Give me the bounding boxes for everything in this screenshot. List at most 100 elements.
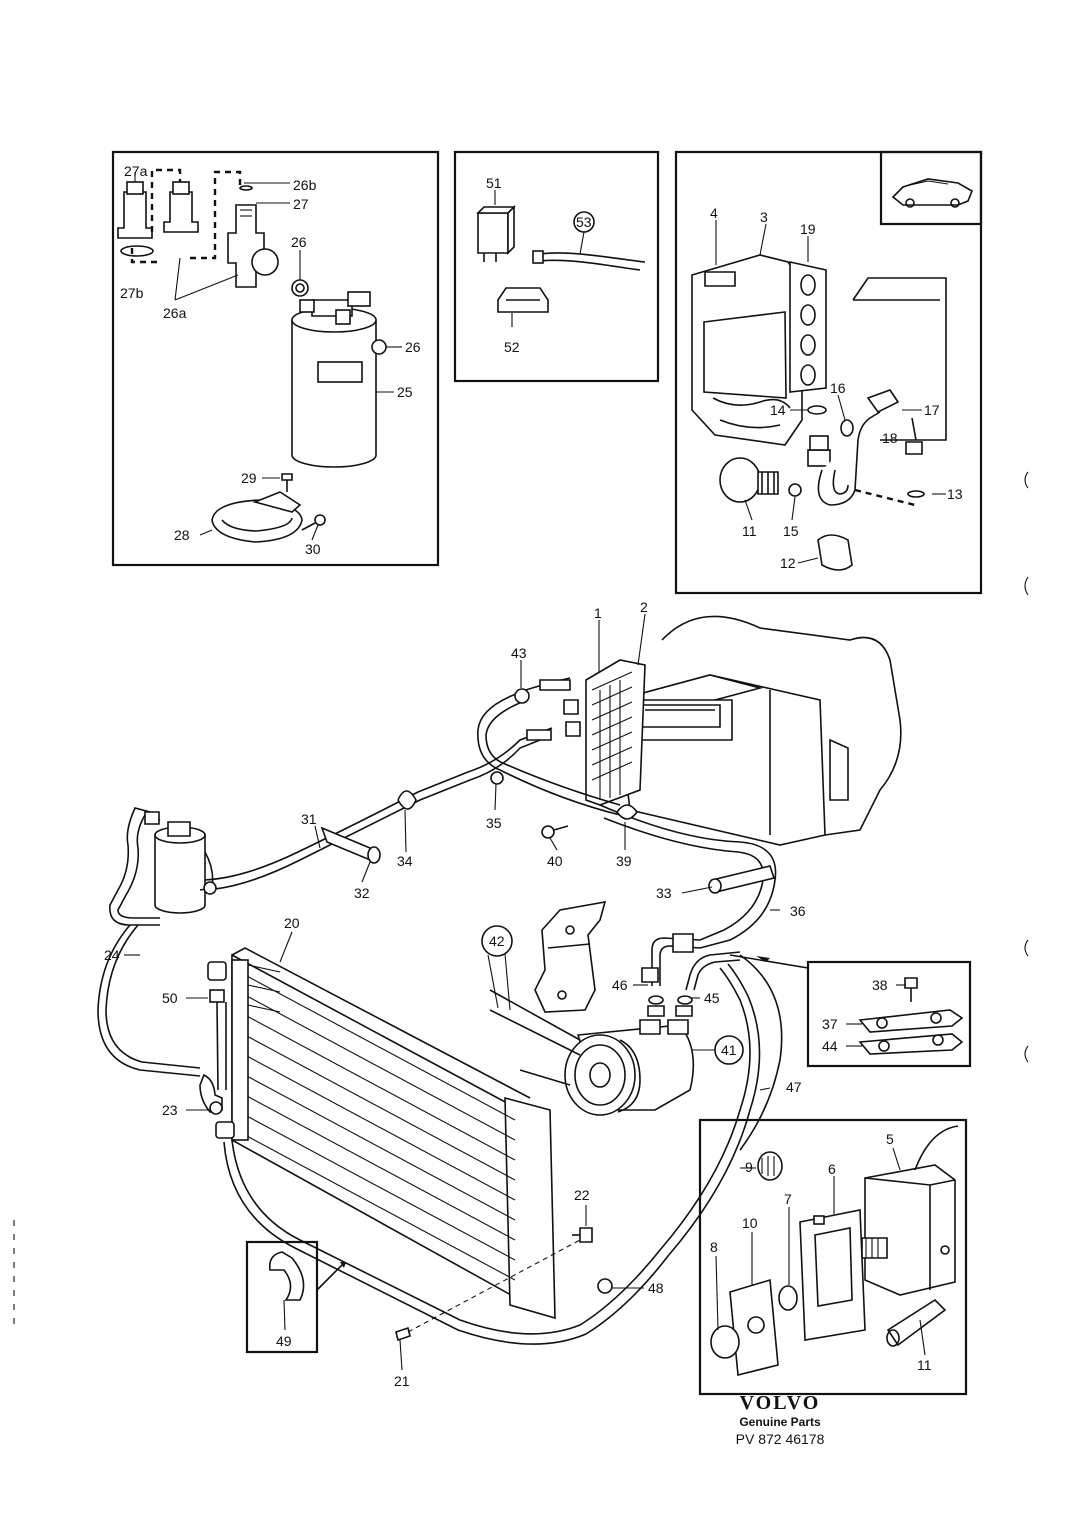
fitting-23 (199, 1073, 235, 1139)
label-42: 42 (489, 933, 505, 949)
label-41: 41 (721, 1042, 737, 1058)
label-43: 43 (511, 645, 527, 661)
sleeve-32 (320, 826, 381, 864)
label-37: 37 (822, 1016, 838, 1032)
label-35: 35 (486, 815, 502, 831)
label-17: 17 (924, 402, 940, 418)
o-ring-26-top (291, 279, 309, 297)
o-ring-46 (648, 995, 664, 1005)
clamp-plate-37 (858, 1009, 964, 1033)
part-catalog-code: PV 872 46178 (735, 1431, 825, 1447)
label-45: 45 (704, 990, 720, 1006)
hose-47 (739, 954, 783, 1151)
label-26b: 26b (293, 177, 317, 193)
label-7: 7 (784, 1191, 792, 1207)
label-48: 48 (648, 1280, 664, 1296)
label-25: 25 (397, 384, 413, 400)
label-44: 44 (822, 1038, 838, 1054)
screw-30 (301, 514, 326, 531)
label-18: 18 (882, 430, 898, 446)
label-10: 10 (742, 1215, 758, 1231)
screw-21 (395, 1239, 581, 1342)
sensor-17 (866, 389, 917, 441)
o-ring-27b (120, 245, 154, 257)
label-8: 8 (710, 1239, 718, 1255)
label-26-side: 26 (405, 339, 421, 355)
o-ring-26-side (371, 339, 387, 355)
spacer-7 (778, 1285, 798, 1311)
receiver-drier-25 (291, 291, 377, 468)
control-switch-panel (698, 1118, 968, 1396)
condenser-20 (231, 947, 556, 1320)
label-50: 50 (162, 990, 178, 1006)
volvo-footer: VOLVO Genuine Parts PV 872 46178 (700, 1392, 860, 1447)
expansion-valve-11 (719, 435, 831, 503)
o-ring-15 (788, 483, 802, 497)
clamp-plate-44 (858, 1033, 964, 1055)
relay-51 (476, 205, 516, 262)
condenser-fins (244, 974, 516, 1281)
callout-circle-42 (481, 925, 513, 957)
panel-10 (729, 1278, 779, 1377)
main-system: 1 2 43 31 35 34 32 40 39 33 36 24 20 42 … (97, 599, 972, 1396)
label-2: 2 (640, 599, 648, 615)
label-47: 47 (786, 1079, 802, 1095)
label-40: 40 (547, 853, 563, 869)
label-9: 9 (745, 1159, 753, 1175)
label-51: 51 (486, 175, 502, 191)
label-15: 15 (783, 523, 799, 539)
thermostat-5 (861, 1125, 959, 1296)
bracket-42 (534, 900, 607, 1013)
clamp-detail-panel (729, 954, 972, 1068)
label-22: 22 (574, 1187, 590, 1203)
clip-detail-panel (245, 1240, 346, 1354)
wire-harness-53 (532, 250, 646, 271)
bracket-52 (497, 287, 549, 313)
pressure-switch-27 (163, 181, 199, 233)
hose-43 (477, 677, 621, 816)
label-36: 36 (790, 903, 806, 919)
evaporator-panel: 4 3 19 16 14 17 18 13 11 15 12 (674, 150, 983, 595)
fitting-50 (207, 961, 227, 1091)
sleeve-33 (708, 865, 776, 894)
scan-marks (13, 471, 1029, 1330)
nut-13 (905, 441, 925, 498)
compressor-hoses (641, 933, 741, 1017)
o-ring-14 (807, 405, 827, 415)
label-19: 19 (800, 221, 816, 237)
label-52: 52 (504, 339, 520, 355)
label-27b: 27b (120, 285, 144, 301)
footer-subtitle: Genuine Parts (739, 1415, 821, 1429)
label-4: 4 (710, 205, 718, 221)
label-5: 5 (886, 1131, 894, 1147)
label-28: 28 (174, 527, 190, 543)
label-11-top: 11 (742, 523, 757, 539)
label-11-bottom: 11 (917, 1357, 932, 1373)
evaporator-cover-4 (691, 254, 803, 446)
label-14: 14 (770, 402, 786, 418)
label-29: 29 (241, 470, 257, 486)
label-6: 6 (828, 1161, 836, 1177)
label-53: 53 (576, 214, 592, 230)
label-38: 38 (872, 977, 888, 993)
fuse-11 (886, 1298, 947, 1347)
label-12: 12 (780, 555, 796, 571)
hose-24 (97, 924, 201, 1077)
label-13: 13 (947, 486, 963, 502)
gasket-19 (789, 261, 827, 393)
screw-40 (541, 825, 569, 839)
label-23: 23 (162, 1102, 178, 1118)
label-20: 20 (284, 915, 300, 931)
bracket-28 (211, 491, 303, 543)
pipe-18 (817, 411, 881, 506)
label-30: 30 (305, 541, 321, 557)
valve-adapter-26a (227, 185, 279, 288)
label-26-top: 26 (291, 234, 307, 250)
hose-48 (223, 963, 761, 1345)
label-39: 39 (616, 853, 632, 869)
label-26a: 26a (163, 305, 187, 321)
knob-8 (710, 1325, 740, 1359)
label-31: 31 (301, 811, 317, 827)
bolt-29 (281, 473, 293, 492)
